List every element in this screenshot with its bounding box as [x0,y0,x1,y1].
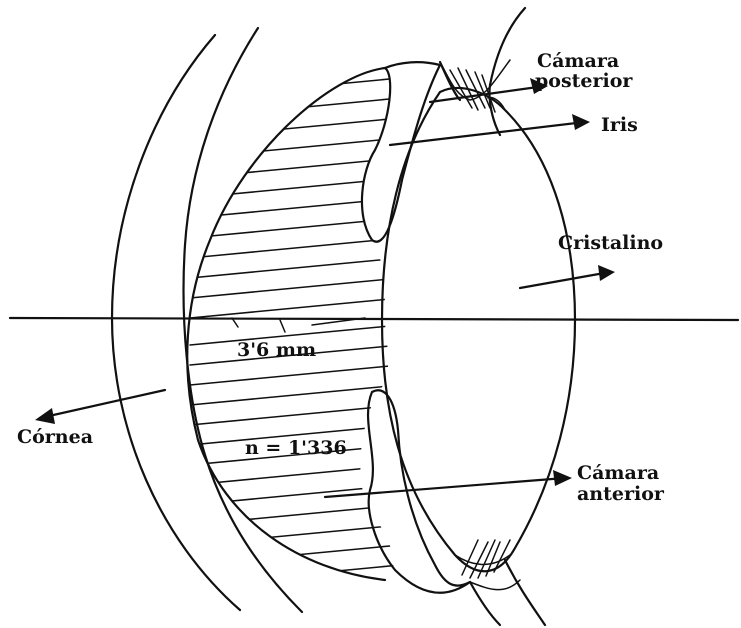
label-camara-anterior-line2: anterior [577,484,664,505]
label-iris: Iris [601,115,638,136]
arrow-cornea [35,390,165,424]
label-refractive-index: n = 1'336 [245,438,347,459]
label-cornea: Córnea [17,427,93,448]
label-camara-posterior-line2: posterior [535,71,632,92]
iris-upper [362,62,440,242]
cornea-outer-curve [112,35,240,610]
arrow-camara-anterior [325,470,572,497]
optical-axis [10,318,738,320]
cornea-inner-curve [184,28,302,612]
label-cristalino: Cristalino [558,233,663,254]
sclera-upper [489,8,525,135]
label-camara-anterior-line1: Cámara [577,463,659,484]
label-distance: 3'6 mm [237,340,316,361]
anterior-chamber-outline [187,68,385,580]
arrow-cristalino [520,265,615,288]
label-camara-posterior-line1: Cámara [537,51,619,72]
crystalline-lens [382,88,575,571]
ciliary-lower-inner [470,582,500,625]
sclera-lower [505,560,545,625]
